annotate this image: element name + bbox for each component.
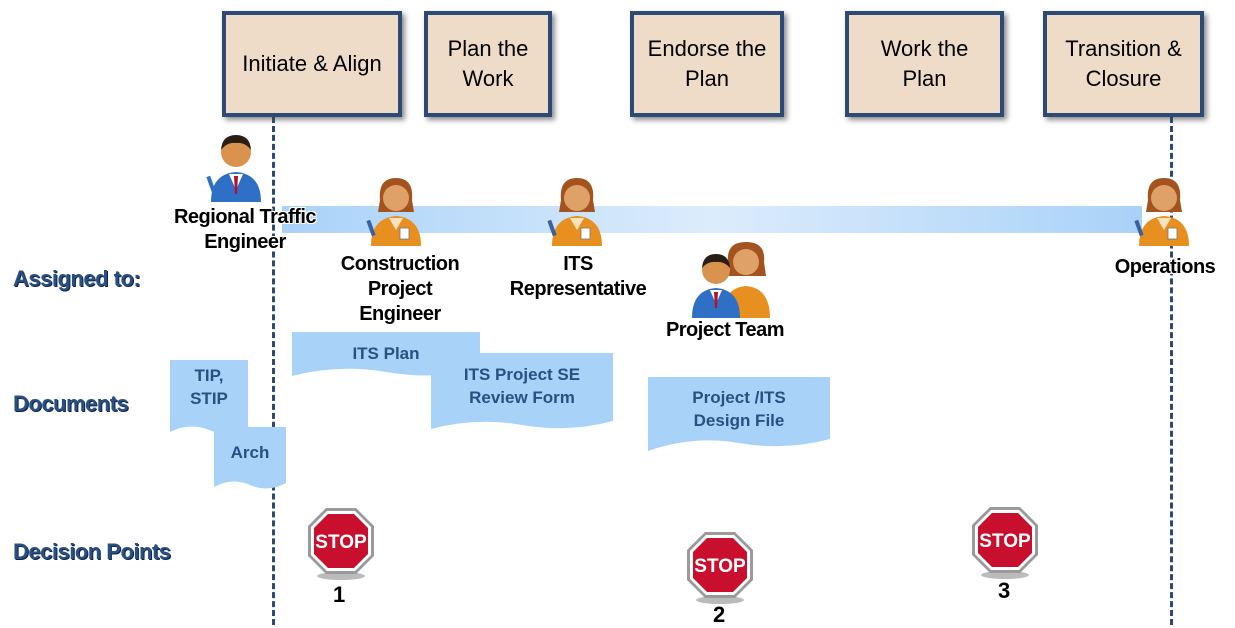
person-label-regional-traffic-engineer: Regional Traffic Engineer [173,206,317,253]
boundary-line-right [1170,117,1173,625]
male-person-icon [206,135,261,202]
stop-sign-text: STOP [979,531,1031,552]
document-tip-stip: TIP, STIP [170,360,248,438]
document-se-review-form-label: ITS Project SE Review Form [463,365,581,407]
document-its-plan-label: ITS Plan [352,344,420,363]
phase-transition-closure: Transition & Closure [1043,11,1204,117]
decision-point-number: 1 [333,582,346,607]
female-person-icon [547,178,602,246]
female-person-icon [366,178,421,246]
row-label-assigned: Assigned to: [13,266,141,291]
stop-sign-icon: STOP [308,508,374,580]
person-label-project-team: Project Team [665,319,785,341]
stop-sign-icon: STOP [972,507,1038,579]
female-person-icon [1134,178,1189,246]
document-arch: Arch [214,427,286,493]
decision-point-number: 3 [998,578,1011,603]
stop-sign-text: STOP [694,556,746,577]
phase-plan-work: Plan the Work [424,11,552,117]
phase-work-plan: Work the Plan [845,11,1004,117]
document-tip-stip-label: TIP, STIP [190,366,228,408]
stop-sign-icon: STOP [687,532,753,604]
stop-sign-text: STOP [315,532,367,553]
responsibility-band [282,206,1142,233]
person-label-its-representative: ITS Representative [509,253,647,300]
document-arch-label: Arch [230,443,270,462]
person-label-construction-project-engineer: Construction Project Engineer [340,253,460,325]
decision-point-number: 2 [713,602,726,627]
phase-initiate-align: Initiate & Align [222,11,402,117]
team-icon [692,242,770,318]
person-label-operations: Operations [1114,256,1216,278]
row-label-documents: Documents [13,391,129,416]
document-design-file: Project /ITS Design File [648,377,830,457]
document-design-file-label: Project /ITS Design File [692,388,786,430]
document-se-review-form: ITS Project SE Review Form [431,353,613,433]
phase-endorse-plan: Endorse the Plan [630,11,784,117]
row-label-decisions: Decision Points [13,539,171,564]
boundary-line-left [272,117,275,625]
